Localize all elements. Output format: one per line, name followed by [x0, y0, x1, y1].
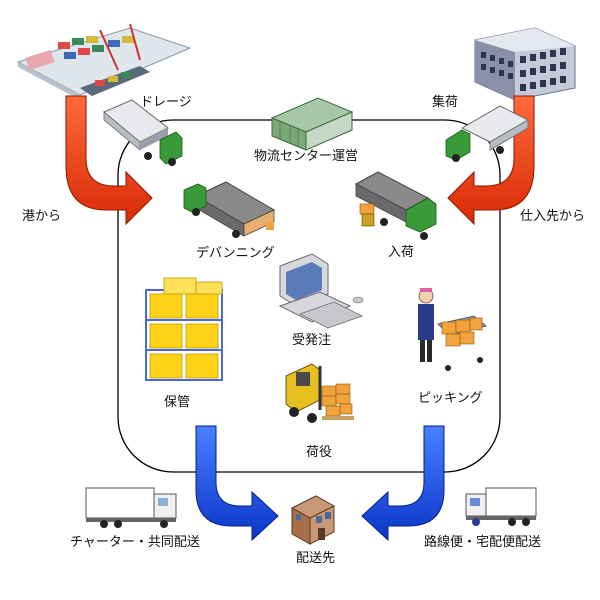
charter-delivery-arrow	[195, 425, 279, 542]
office-building-icon	[474, 27, 576, 101]
collection-label: 集荷	[432, 95, 459, 110]
from-supplier-arrow	[447, 95, 535, 226]
drayage-label: ドレージ	[140, 95, 192, 110]
house-icon	[290, 495, 336, 545]
route-delivery-arrow	[361, 425, 445, 542]
charter-truck-icon	[85, 487, 177, 528]
center-label: 物流センター運営	[254, 149, 359, 164]
route-truck-icon	[465, 487, 537, 526]
receiving-label: 入荷	[388, 245, 415, 260]
forklift-icon	[285, 363, 354, 423]
destination-label: 配送先	[296, 551, 336, 566]
storage-label: 保管	[164, 395, 191, 410]
receiving-truck-icon	[354, 171, 437, 240]
collection-truck-icon	[445, 105, 530, 162]
devanning-label: デバンニング	[196, 246, 275, 261]
route-delivery-label: 路線便・宅配便配送	[424, 535, 542, 550]
cargo-handling-label: 荷役	[306, 445, 333, 460]
pallet-rack-icon	[145, 277, 223, 381]
port-icon	[16, 23, 192, 100]
worker-icon	[418, 288, 487, 371]
from-port-label: 港から	[22, 209, 62, 224]
from-supplier-label: 仕入先から	[520, 209, 586, 224]
drayage-truck-icon	[103, 99, 183, 166]
picking-label: ピッキング	[418, 391, 483, 406]
devanning-truck-icon	[183, 181, 276, 238]
computer-icon	[278, 253, 364, 329]
charter-label: チャーター・共同配送	[70, 535, 200, 550]
ordering-label: 受発注	[292, 333, 332, 348]
from-port-arrow	[65, 95, 153, 226]
warehouse-icon	[270, 97, 354, 151]
